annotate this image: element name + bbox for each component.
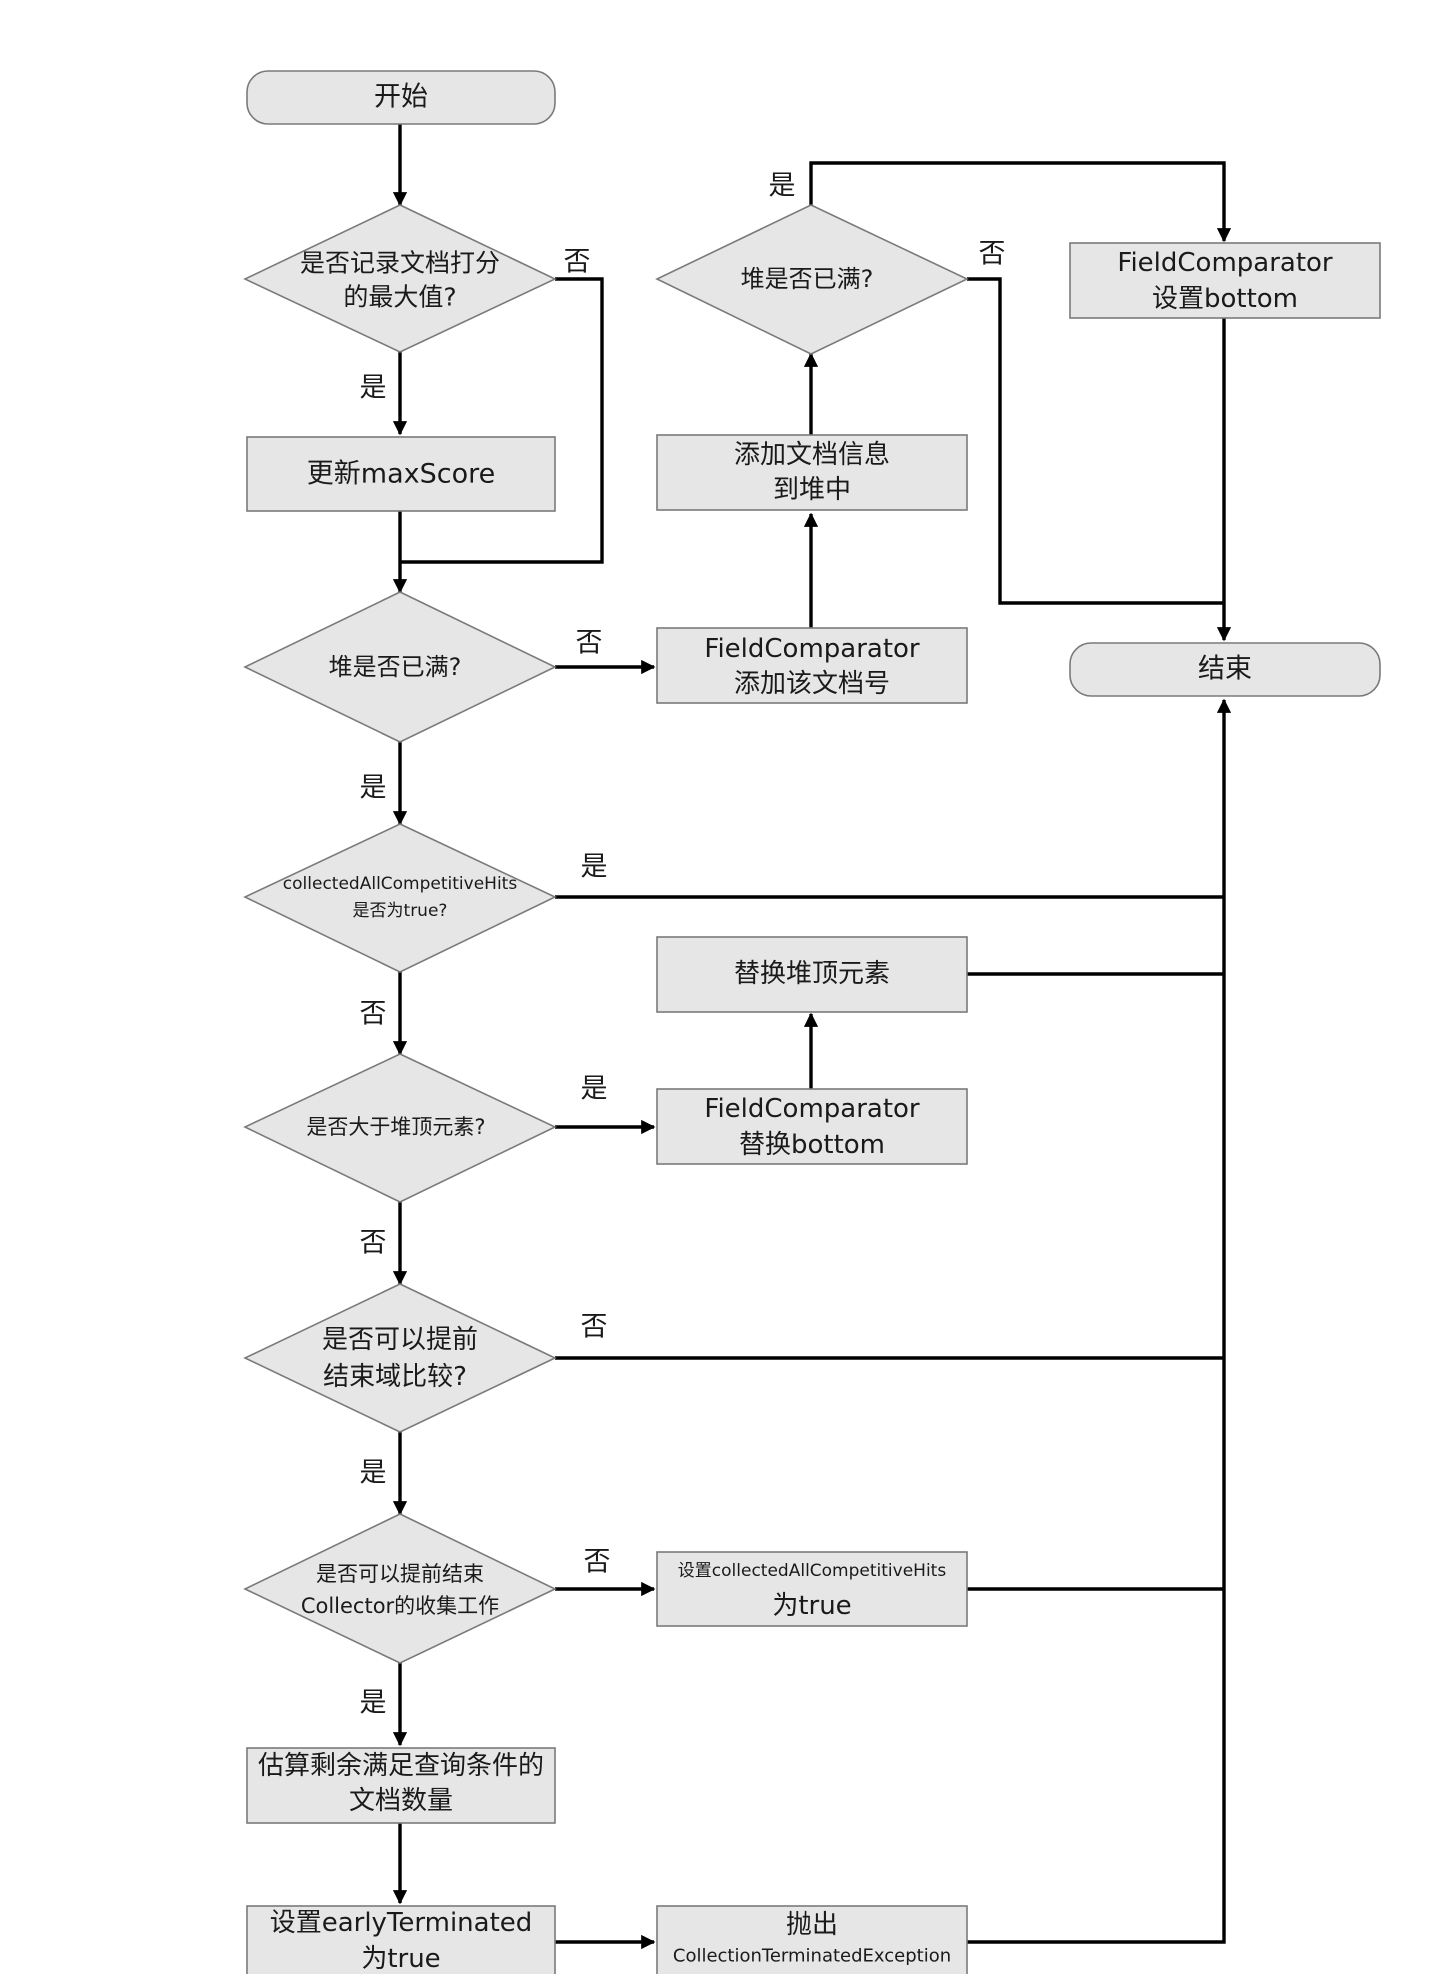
heap-full-2-no-label: 否 [979, 239, 1006, 270]
fc-set-bottom-label-line-1: FieldComparator [1117, 248, 1333, 278]
set-early-process [246, 1905, 556, 1974]
fc-replace-label-line-1: FieldComparator [704, 1094, 920, 1124]
collected-all-decision [243, 823, 557, 973]
edge-labels: 否 是 否 是 是 否 是 否 是 否 否 是 否 是 [360, 171, 1006, 1719]
update-max-process [246, 436, 556, 512]
heap-full-2-label: 堆是否已满? [741, 265, 874, 293]
record-max-decision [243, 204, 557, 353]
update-max-label: 更新maxScore [307, 459, 495, 490]
heap-full-1-label: 堆是否已满? [329, 653, 462, 681]
greater-top-no-label: 否 [360, 1228, 387, 1259]
early-collector-label-line-2: Collector的收集工作 [301, 1594, 499, 1618]
heap-full-2-yes-label: 是 [769, 171, 796, 202]
greater-top-yes-label: 是 [581, 1074, 608, 1105]
edges [392, 124, 1232, 1950]
early-field-decision [243, 1283, 557, 1433]
heap-full-1-yes-label: 是 [360, 773, 387, 804]
set-early-label-line-2: 为true [361, 1944, 440, 1974]
set-early-label-line-1: 设置earlyTerminated [270, 1908, 533, 1938]
end-terminal [1069, 642, 1381, 697]
heap-full-1-no-label: 否 [576, 628, 603, 659]
record-max-label-line-2: 的最大值? [343, 283, 456, 312]
early-field-label-line-2: 结束域比较? [323, 1362, 467, 1392]
add-heap-process [656, 434, 968, 511]
early-collector-label-line-1: 是否可以提前结束 [316, 1562, 484, 1586]
greater-top-decision [243, 1053, 557, 1203]
record-max-yes-label: 是 [360, 373, 387, 404]
estimate-label-line-1: 估算剩余满足查询条件的 [258, 1751, 544, 1781]
early-collector-decision [243, 1513, 557, 1664]
fc-add-label-line-2: 添加该文档号 [734, 669, 890, 699]
end-label: 结束 [1198, 654, 1252, 685]
set-collected-process [656, 1551, 968, 1627]
fc-add-process [656, 627, 968, 704]
early-field-label-line-1: 是否可以提前 [322, 1325, 478, 1355]
collected-all-label-line-1: collectedAllCompetitiveHits [283, 874, 518, 894]
edge-record-max-no [400, 277, 604, 564]
estimate-label-line-2: 文档数量 [349, 1786, 453, 1816]
edge-throw-to-end [967, 698, 1232, 1944]
edge-heap-full-2-no [967, 277, 1224, 605]
add-heap-label-line-1: 添加文档信息 [734, 440, 890, 470]
start-label: 开始 [374, 82, 428, 113]
fc-replace-label-line-2: 替换bottom [739, 1130, 885, 1160]
replace-top-process [656, 936, 968, 1013]
heap-full-2-decision [655, 204, 969, 355]
set-collected-label-line-1: 设置collectedAllCompetitiveHits [678, 1561, 947, 1581]
fc-add-label-line-1: FieldComparator [704, 634, 920, 664]
greater-top-label: 是否大于堆顶元素? [306, 1115, 485, 1139]
collected-all-no-label: 否 [360, 999, 387, 1030]
record-max-no-label: 否 [564, 247, 591, 278]
edge-heap-full-2-yes [809, 161, 1232, 243]
fc-replace-process [656, 1088, 968, 1165]
collected-all-label-line-2: 是否为true? [353, 901, 448, 921]
replace-top-label: 替换堆顶元素 [734, 959, 890, 989]
throw-label-line-1: 抛出 [786, 1910, 838, 1940]
throw-label-line-2: CollectionTerminatedException [673, 1946, 951, 1967]
heap-full-1-decision [243, 591, 557, 743]
early-field-yes-label: 是 [360, 1458, 387, 1489]
fc-set-bottom-process [1069, 242, 1381, 319]
throw-process [656, 1905, 968, 1974]
set-collected-label-line-2: 为true [772, 1591, 851, 1621]
nodes: 开始 是否记录文档打分 的最大值? 更新maxScore 堆是否已满? coll… [243, 70, 1381, 1974]
early-field-no-label: 否 [581, 1312, 608, 1343]
estimate-process [246, 1747, 556, 1824]
early-collector-yes-label: 是 [360, 1688, 387, 1719]
add-heap-label-line-2: 到堆中 [773, 475, 851, 505]
record-max-label-line-1: 是否记录文档打分 [300, 249, 500, 278]
start-terminal [246, 70, 556, 125]
early-collector-no-label: 否 [584, 1547, 611, 1578]
collected-all-yes-label: 是 [581, 852, 608, 883]
fc-set-bottom-label-line-2: 设置bottom [1152, 284, 1298, 314]
